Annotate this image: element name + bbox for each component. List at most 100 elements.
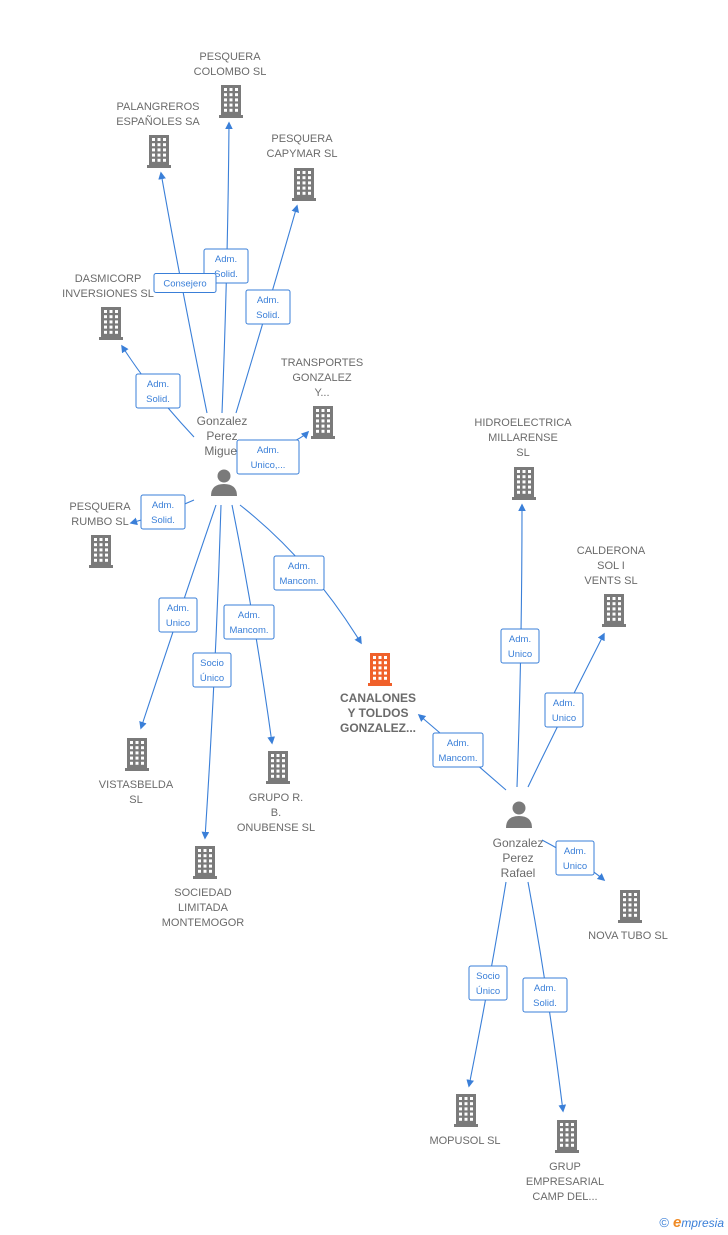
edge-label-box xyxy=(192,652,232,688)
edge-label-text: Adm. xyxy=(509,634,531,645)
company-node-transportes[interactable]: TRANSPORTES GONZALEZ Y... xyxy=(281,357,363,439)
edge-label-rafael-canalones[interactable]: Adm.Mancom. xyxy=(432,732,484,768)
company-name: SL xyxy=(516,447,529,459)
company-name: ONUBENSE SL xyxy=(237,822,315,834)
building-icon xyxy=(368,653,392,686)
company-name: INVERSIONES SL xyxy=(62,288,154,300)
company-name: ESPAÑOLES SA xyxy=(116,115,200,128)
edge-label-text: Solid. xyxy=(214,269,238,280)
edge-label-text: Consejero xyxy=(163,279,206,290)
company-node-novatubo[interactable]: NOVA TUBO SL xyxy=(588,890,668,942)
person-name: Rafael xyxy=(501,866,536,880)
building-icon xyxy=(193,846,217,879)
building-icon xyxy=(618,890,642,923)
company-name: HIDROELECTRICA xyxy=(474,417,572,429)
edge-label-text: Adm. xyxy=(215,254,237,265)
edge-label-text: Adm. xyxy=(147,379,169,390)
building-icon xyxy=(555,1120,579,1153)
edge-label-box xyxy=(555,840,595,876)
edge-label-miguel-capymar[interactable]: Adm.Solid. xyxy=(245,289,291,325)
edge-label-box xyxy=(153,273,217,293)
edge-label-text: Adm. xyxy=(238,610,260,621)
edge-label-text: Adm. xyxy=(152,500,174,511)
building-icon xyxy=(454,1094,478,1127)
company-name: GRUP xyxy=(549,1161,581,1173)
building-icon xyxy=(602,594,626,627)
company-name: EMPRESARIAL xyxy=(526,1176,604,1188)
edge-label-box xyxy=(135,373,181,409)
person-name: Perez xyxy=(502,851,533,865)
edge-label-text: Solid. xyxy=(533,998,557,1009)
company-node-onubense[interactable]: GRUPO R.B.ONUBENSE SL xyxy=(237,751,315,834)
company-name: MOPUSOL SL xyxy=(429,1135,500,1147)
edge-label-text: Mancom. xyxy=(229,625,268,636)
company-name: TRANSPORTES xyxy=(281,357,363,369)
company-node-grup[interactable]: GRUP EMPRESARIAL CAMP DEL... xyxy=(526,1120,604,1203)
edge-label-miguel-palangreros[interactable]: Consejero xyxy=(153,273,217,293)
company-node-mopusol[interactable]: MOPUSOL SL xyxy=(429,1094,501,1147)
edge-label-miguel-canalones[interactable]: Adm. Mancom. xyxy=(273,555,325,591)
company-name: PESQUERA xyxy=(199,51,261,63)
company-name: CALDERONA xyxy=(577,545,646,557)
edge-label-rafael-calderona[interactable]: Adm.Unico xyxy=(544,692,584,728)
company-name: PALANGREROS xyxy=(117,101,200,113)
edge-label-box xyxy=(223,604,275,640)
edge-label-text: Unico xyxy=(563,861,587,872)
edge-label-miguel-vistasbelda[interactable]: Adm.Unico xyxy=(158,597,198,633)
building-icon xyxy=(99,307,123,340)
edge-label-text: Adm. xyxy=(447,738,469,749)
edge-label-miguel-onubense[interactable]: Adm. Mancom. xyxy=(223,604,275,640)
person-icon xyxy=(506,801,532,828)
edge-label-miguel-rumbo[interactable]: Adm. Solid. xyxy=(140,494,186,530)
edge-label-rafael-grup[interactable]: Adm. Solid. xyxy=(522,977,568,1013)
footer-brand[interactable]: ©empresia xyxy=(659,1214,724,1231)
company-name: GONZALEZ... xyxy=(340,721,416,735)
edge-label-box xyxy=(245,289,291,325)
company-node-palangreros[interactable]: PALANGREROS ESPAÑOLES SA xyxy=(116,101,200,168)
company-name: CAMP DEL... xyxy=(532,1191,597,1203)
edge-label-text: Mancom. xyxy=(279,576,318,587)
person-name: Miguel xyxy=(204,444,239,458)
edge-label-rafael-hidroelectrica[interactable]: Adm.Unico xyxy=(500,628,540,664)
company-name: SOL I xyxy=(597,560,625,572)
edge-label-text: Adm. xyxy=(288,561,310,572)
company-name: GONZALEZ xyxy=(292,372,352,384)
edge-label-text: Adm. xyxy=(534,983,556,994)
edge-label-rafael-novatubo[interactable]: Adm.Unico xyxy=(555,840,595,876)
company-name: PESQUERA xyxy=(271,133,333,145)
edge-label-miguel-dasmicorp[interactable]: Adm.Solid. xyxy=(135,373,181,409)
company-name: NOVA TUBO SL xyxy=(588,930,668,942)
building-icon xyxy=(311,406,335,439)
edge-label-box xyxy=(522,977,568,1013)
person-name: Gonzalez xyxy=(197,414,248,428)
person-icon xyxy=(211,469,237,496)
company-name: SOCIEDAD xyxy=(174,887,232,899)
building-icon xyxy=(266,751,290,784)
company-name: B. xyxy=(271,807,281,819)
edge-label-text: Solid. xyxy=(151,515,175,526)
edge-label-box xyxy=(273,555,325,591)
building-icon xyxy=(147,135,171,168)
company-name: Y... xyxy=(314,387,329,399)
edge-label-miguel-transportes[interactable]: Adm.Unico,... xyxy=(236,439,300,475)
edge-label-text: Único xyxy=(200,673,224,684)
person-name: Gonzalez xyxy=(493,836,544,850)
edge-label-text: Adm. xyxy=(553,698,575,709)
edge-label-text: Unico,... xyxy=(251,460,286,471)
company-node-calderona[interactable]: CALDERONA SOL I VENTS SL xyxy=(577,545,646,627)
company-name: VENTS SL xyxy=(584,575,637,587)
building-icon xyxy=(89,535,113,568)
